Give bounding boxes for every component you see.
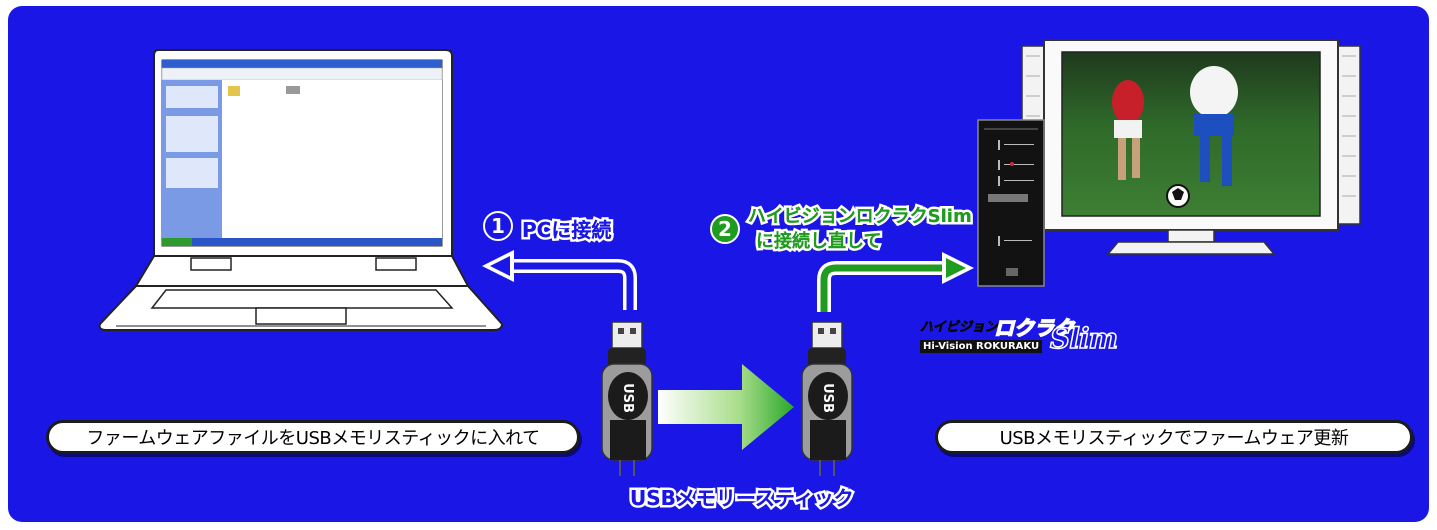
step-1-label: PCに接続: [519, 216, 613, 245]
step-2-badge: 2: [710, 214, 740, 244]
logo-slim: Slim: [1049, 321, 1119, 356]
step-1-badge: 1: [483, 211, 513, 241]
laptop-illustration: [98, 49, 504, 331]
usb-stick-left: USB: [601, 321, 653, 476]
usb-stick-right: USB: [801, 321, 853, 476]
step-1-arrow: [482, 250, 637, 310]
logo-kana: ハイビジョン: [920, 320, 998, 336]
step-2-label-line2-fill: に接続し直して: [756, 231, 882, 252]
step-2-arrow: [817, 252, 974, 312]
usb-caption-fill: USBメモリースティック: [630, 486, 854, 510]
product-logo: ハイビジョン ロクラク Hi-Vision ROKURAKU Slim: [914, 312, 1124, 364]
recorder-device: [977, 119, 1045, 287]
step-1-label-fill: PCに接続: [522, 218, 612, 242]
usb-stick-left-label: USB: [620, 383, 635, 413]
step-2-label-line1-fill: ハイビジョンロクラクSlim: [748, 206, 972, 227]
diagram-panel: 1 PCに接続 PCに接続 2 ハイビジョンロクラクSlim ハイビジョンロクラ…: [8, 6, 1429, 522]
transfer-arrow: [658, 364, 794, 450]
tv-illustration: [1021, 39, 1361, 255]
logo-romaji: Hi-Vision ROKURAKU: [920, 340, 1043, 353]
usb-caption: USBメモリースティック: [628, 484, 857, 513]
step-2-label-line1: ハイビジョンロクラクSlim: [746, 204, 975, 230]
logo-katakana-big: ロクラク: [993, 315, 1075, 341]
usb-stick-right-label: USB: [820, 383, 835, 413]
pill-left-caption: ファームウェアファイルをUSBメモリスティックに入れて: [46, 420, 580, 454]
step-2-label-line2: に接続し直して: [753, 229, 883, 255]
pill-right-caption: USBメモリスティックでファームウェア更新: [935, 420, 1413, 454]
